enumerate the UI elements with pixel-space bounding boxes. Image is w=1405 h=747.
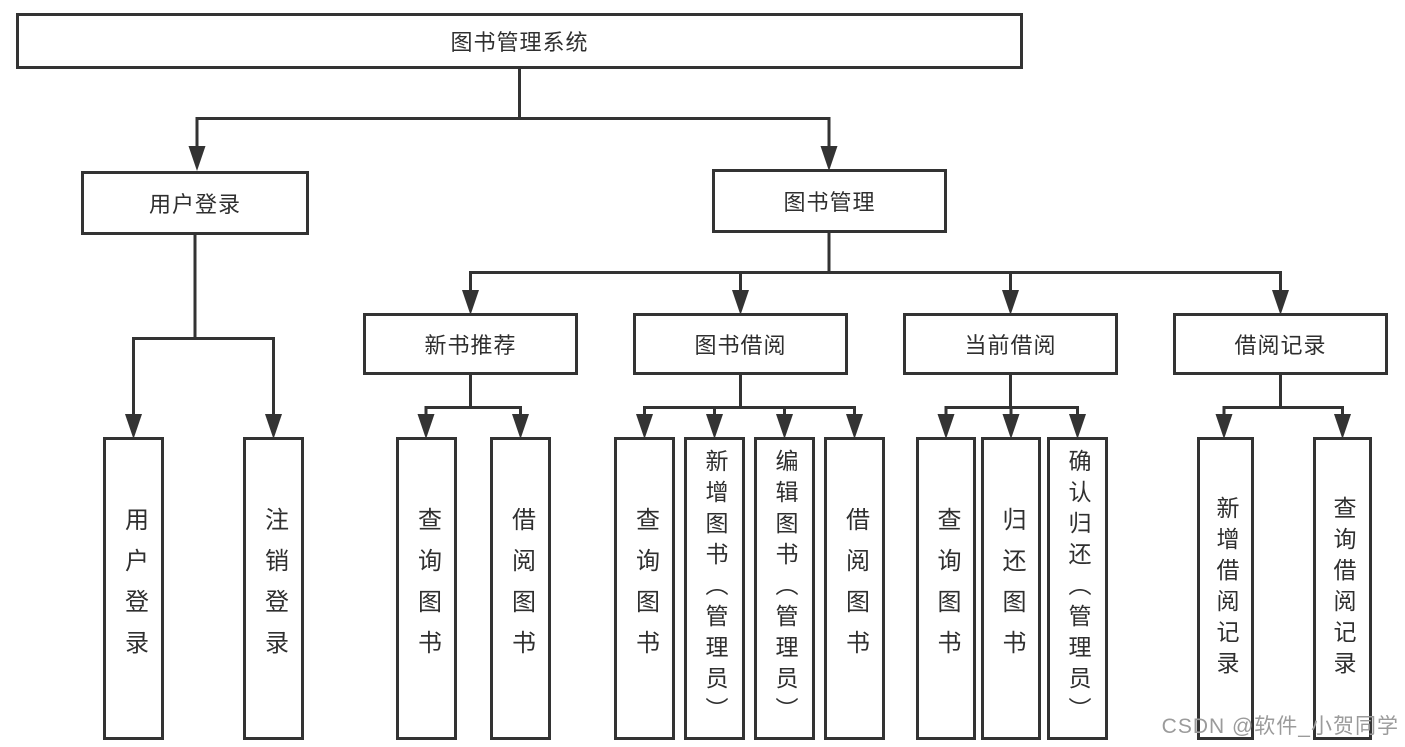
node-new-books-label: 新书推荐: [424, 333, 517, 358]
leaf-borrow-edit-label: 编辑图书（管理员）: [772, 449, 798, 728]
csdn-watermark: CSDN @软件_小贺同学: [1161, 715, 1399, 738]
leaf-current-return: 归还图书: [981, 437, 1041, 740]
leaf-records-add: 新增借阅记录: [1197, 437, 1254, 740]
leaf-borrow-edit: 编辑图书（管理员）: [754, 437, 815, 740]
leaf-user-login: 用户登录: [103, 437, 164, 740]
leaf-borrow-query-label: 查询图书: [631, 506, 659, 671]
node-root-label: 图书管理系统: [450, 30, 589, 55]
leaf-current-confirm-label: 确认归还（管理员）: [1065, 449, 1091, 728]
leaf-records-query-label: 查询借阅记录: [1330, 495, 1356, 682]
leaf-current-query: 查询图书: [916, 437, 976, 740]
leaf-current-return-label: 归还图书: [998, 506, 1025, 671]
arrowheads: [125, 146, 1351, 439]
node-borrow-records-label: 借阅记录: [1234, 333, 1327, 358]
leaf-user-login-label: 用户登录: [120, 506, 148, 671]
leaf-logout: 注销登录: [243, 437, 304, 740]
leaf-newbooks-query: 查询图书: [396, 437, 457, 740]
node-book-borrow: 图书借阅: [633, 313, 848, 375]
node-user-login-label: 用户登录: [148, 192, 241, 217]
leaf-logout-label: 注销登录: [260, 506, 288, 671]
node-borrow-records: 借阅记录: [1173, 313, 1388, 375]
leaf-records-add-label: 新增借阅记录: [1213, 495, 1239, 682]
leaf-borrow-book-label: 借阅图书: [841, 506, 869, 671]
node-book-borrow-label: 图书借阅: [694, 333, 787, 358]
leaf-borrow-book: 借阅图书: [824, 437, 885, 740]
leaf-borrow-add-label: 新增图书（管理员）: [702, 449, 728, 728]
node-book-mgmt-label: 图书管理: [783, 190, 876, 215]
leaf-newbooks-query-label: 查询图书: [413, 506, 441, 671]
node-current-borrow-label: 当前借阅: [964, 333, 1057, 358]
node-user-login: 用户登录: [81, 171, 309, 235]
leaf-records-query: 查询借阅记录: [1313, 437, 1372, 740]
leaf-borrow-query: 查询图书: [614, 437, 675, 740]
node-new-books: 新书推荐: [363, 313, 578, 375]
leaf-current-query-label: 查询图书: [933, 506, 960, 671]
node-root: 图书管理系统: [16, 13, 1023, 69]
leaf-newbooks-borrow-label: 借阅图书: [507, 506, 535, 671]
node-book-mgmt: 图书管理: [712, 169, 947, 233]
node-current-borrow: 当前借阅: [903, 313, 1118, 375]
leaf-borrow-add: 新增图书（管理员）: [684, 437, 745, 740]
leaf-newbooks-borrow: 借阅图书: [490, 437, 551, 740]
leaf-current-confirm: 确认归还（管理员）: [1047, 437, 1108, 740]
